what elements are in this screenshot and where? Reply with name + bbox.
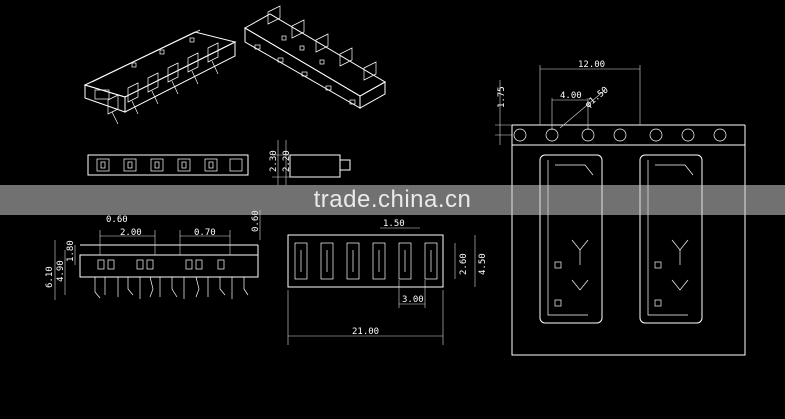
dim-front-height-a: 2.30 [269,150,279,172]
dim-side-h2: 4.90 [56,260,66,282]
top-view: 0.60 1.50 2.60 4.50 3.00 21.00 [251,210,488,345]
front-view [87,154,249,176]
dim-top-total-h: 4.50 [478,253,488,275]
dim-top-slot-w: 1.50 [383,219,405,229]
dim-sprocket-hole: φ1.50 [584,85,611,110]
dim-tape-hole-offset: 1.75 [497,86,507,108]
iso-view-left [83,29,237,125]
watermark-band [0,185,785,215]
dim-top-offset: 0.60 [251,210,261,232]
dim-sprocket-pitch: 4.00 [560,91,582,101]
side-view: 2.00 0.70 0.60 6.10 4.90 1.80 [45,215,259,300]
iso-view-right [243,5,387,109]
watermark-text: trade.china.cn [313,186,472,213]
dim-tape-pitch: 12.00 [578,60,605,70]
dim-top-length: 21.00 [352,327,379,337]
dim-side-small: 0.70 [194,228,216,238]
dim-side-h3: 6.10 [45,266,55,288]
dim-side-h1: 1.80 [66,240,76,262]
dim-top-pitch: 3.00 [402,295,424,305]
dim-side-top: 0.60 [106,215,128,225]
side-profile: 2.30 2.20 [269,140,351,185]
dim-side-pitch: 2.00 [120,228,142,238]
dim-front-height-b: 2.20 [282,150,292,172]
dim-top-slot-h: 2.60 [459,253,469,275]
